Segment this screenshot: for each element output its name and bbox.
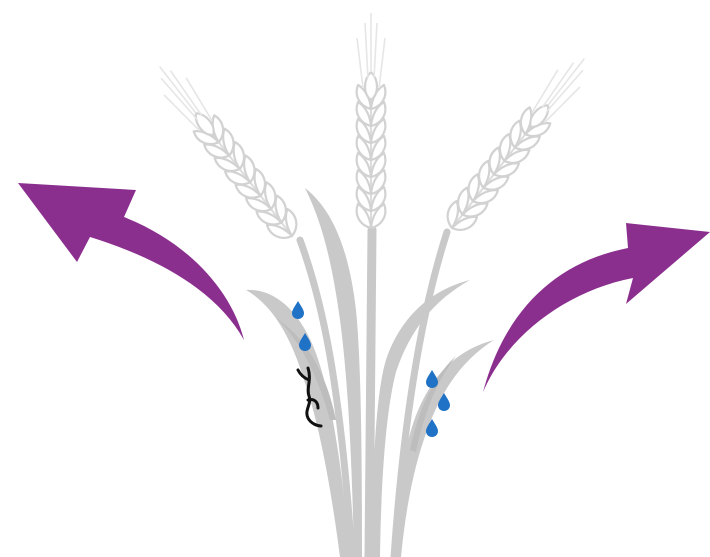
arrow-up-left-icon: [18, 183, 244, 340]
wheat-ear-right: [441, 50, 596, 237]
wheat-ear-center: [357, 13, 386, 228]
water-drop-icon: [426, 370, 438, 388]
wheat-ear-left: [148, 58, 303, 245]
water-drop-icon: [292, 301, 304, 319]
arrow-up-right-icon: [483, 223, 710, 392]
